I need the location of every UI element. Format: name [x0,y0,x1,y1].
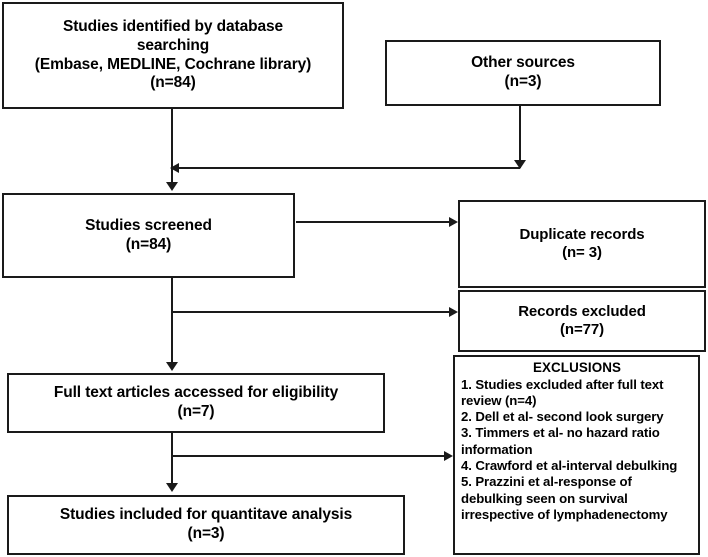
connector-screened-to-records-excluded-line [172,311,450,313]
full-text-articles-box: Full text articles accessed for eligibil… [7,373,385,433]
exclusion-item-5a: 5. Prazzini et al-response of [461,474,632,490]
exclusion-item-2: 2. Dell et al- second look surgery [461,409,664,425]
exclusion-item-1a: 1. Studies excluded after full text [461,376,664,392]
studies-screened-label: Studies screened [85,216,212,234]
records-excluded-label: Records excluded [518,302,646,320]
other-sources-label: Other sources [471,54,575,72]
studies-included-label: Studies included for quantitave analysis [59,506,353,524]
other-sources-count: (n=3) [504,73,542,90]
records-excluded-box: Records excluded (n=77) [458,290,706,352]
exclusion-item-3b: information [461,441,533,457]
connector-fulltext-to-exclusions-arrowhead [444,451,453,461]
studies-identified-line-2: searching [136,36,210,54]
connector-fulltext-to-included-line [171,433,173,485]
connector-screened-to-records-excluded-arrowhead [449,307,458,317]
studies-identified-line-3: (Embase, MEDLINE, Cochrane library) [34,55,312,73]
full-text-articles-count: (n=7) [177,403,215,420]
exclusion-item-1b: review (n=4) [461,392,537,408]
connector-identified-to-screened-arrowhead [166,182,178,191]
studies-included-count: (n=3) [187,525,225,542]
connector-screened-to-fulltext-arrowhead [166,362,178,371]
connector-fulltext-to-included-arrowhead [166,483,178,492]
exclusions-title: EXCLUSIONS [532,360,622,375]
connector-screened-to-fulltext-line [171,278,173,364]
duplicate-records-count: (n= 3) [562,244,602,261]
studies-screened-box: Studies screened (n=84) [2,193,295,278]
duplicate-records-label: Duplicate records [519,225,645,243]
connector-identified-to-screened-line [171,109,173,184]
connector-screened-to-duplicates-arrowhead [449,217,458,227]
connector-other-sources-hline [172,167,520,169]
exclusion-item-5b: debulking seen on survival [461,490,628,506]
studies-identified-count: (n=84) [150,74,196,92]
connector-other-sources-arrowhead-left [170,163,179,173]
exclusions-box: EXCLUSIONS 1. Studies excluded after ful… [453,355,700,555]
studies-included-box: Studies included for quantitave analysis… [7,495,405,555]
connector-screened-to-duplicates-line [296,221,450,223]
full-text-articles-label: Full text articles accessed for eligibil… [53,384,339,402]
exclusion-item-5c: irrespective of lymphadenectomy [461,506,668,522]
records-excluded-count: (n=77) [560,321,604,338]
connector-fulltext-to-exclusions-line [172,455,445,457]
connector-other-sources-vline [519,106,521,168]
studies-screened-count: (n=84) [125,235,172,253]
studies-identified-box: Studies identified by database searching… [2,2,344,109]
duplicate-records-box: Duplicate records (n= 3) [458,200,706,288]
studies-identified-line-1: Studies identified by database [62,17,284,35]
exclusion-item-4: 4. Crawford et al-interval debulking [461,458,678,474]
exclusion-item-3a: 3. Timmers et al- no hazard ratio [461,425,660,441]
connector-other-sources-arrowhead-down [514,160,526,169]
other-sources-box: Other sources (n=3) [385,40,661,106]
